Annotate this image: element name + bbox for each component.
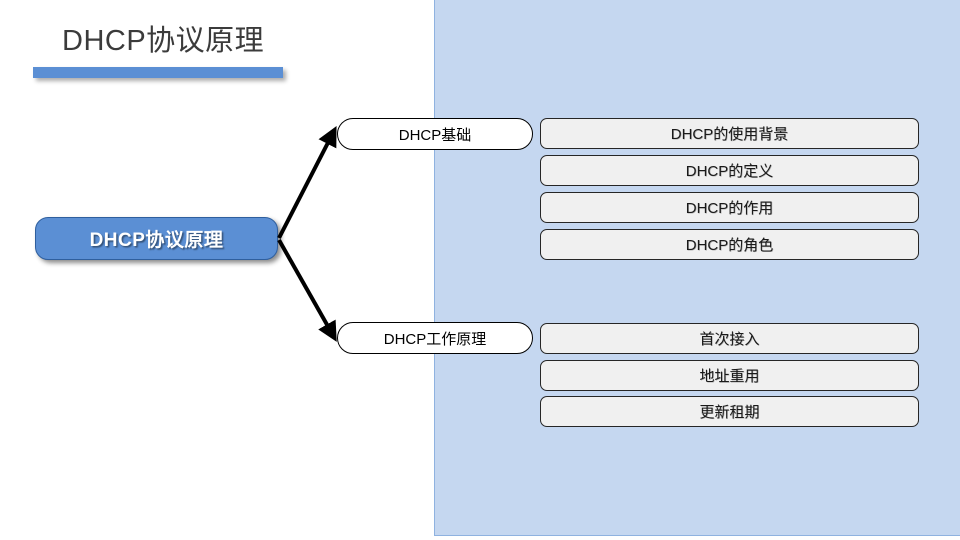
connector-to-branch-0 — [277, 126, 337, 239]
right-blue-panel — [434, 0, 960, 536]
leaf-box-label: DHCP的角色 — [685, 237, 774, 254]
leaf-box[interactable]: 地址重用 — [540, 360, 919, 391]
leaf-box-label: 地址重用 — [699, 368, 760, 385]
branch-node-dhcp-basics[interactable]: DHCP基础 — [337, 118, 533, 150]
leaf-box-label: 首次接入 — [699, 331, 760, 348]
leaf-box[interactable]: DHCP的角色 — [540, 229, 919, 260]
leaf-box-label: 更新租期 — [699, 404, 760, 421]
root-node[interactable]: DHCP协议原理 — [35, 217, 278, 260]
branch-node-label: DHCP基础 — [398, 126, 472, 144]
leaf-box[interactable]: DHCP的定义 — [540, 155, 919, 186]
branch-node-label: DHCP工作原理 — [383, 330, 487, 348]
leaf-box[interactable]: DHCP的作用 — [540, 192, 919, 223]
leaf-box-label: DHCP的作用 — [685, 200, 774, 217]
leaf-box[interactable]: 首次接入 — [540, 323, 919, 354]
branch-node-dhcp-working-principle[interactable]: DHCP工作原理 — [337, 322, 533, 354]
leaf-box[interactable]: DHCP的使用背景 — [540, 118, 919, 149]
leaf-box[interactable]: 更新租期 — [540, 396, 919, 427]
leaf-box-label: DHCP的使用背景 — [670, 126, 789, 143]
root-node-label: DHCP协议原理 — [89, 230, 224, 251]
connector-to-branch-1 — [277, 239, 337, 342]
leaf-box-label: DHCP的定义 — [685, 163, 774, 180]
title-underline-bar — [33, 67, 283, 78]
page-title: DHCP协议原理 — [62, 25, 265, 57]
